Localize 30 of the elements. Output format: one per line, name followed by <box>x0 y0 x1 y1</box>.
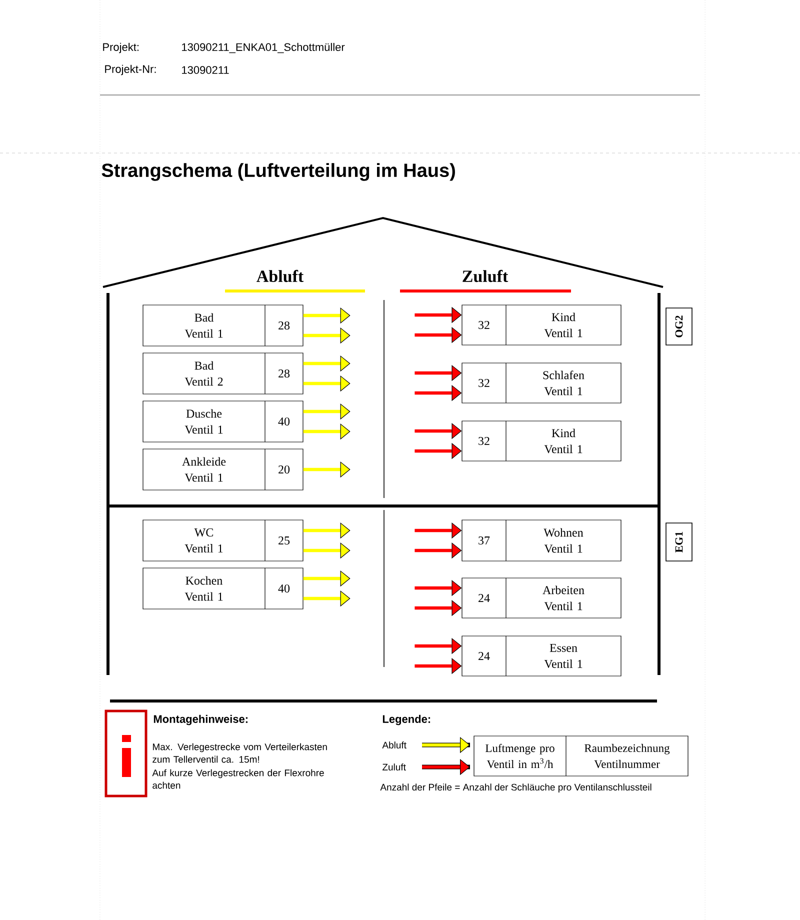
legend-text: Zuluft <box>382 764 406 770</box>
valve-box: Bad Ventil 1 28 <box>142 304 304 346</box>
legend-text: Abluft <box>382 742 406 748</box>
valve-box: 37 Wohnen Ventil 1 <box>462 520 622 562</box>
legend-note: Anzahl der Pfeile = Anzahl der Schläuche pro Ventilanschlussteil <box>380 784 652 792</box>
legend-heading: Legende: <box>382 714 430 726</box>
valve-box: WC Ventil 1 25 <box>142 520 304 562</box>
valve-box: 24 Arbeiten Ventil 1 <box>462 578 622 618</box>
notes-text: Max. Verlegestrecke vom Verteilerkasten zum Tellerventil ca. 15m! <box>152 743 327 763</box>
valve-box: 32 Schlafen Ventil 1 <box>462 362 622 404</box>
valve-box: 32 Kind Ventil 1 <box>462 420 622 462</box>
valve-box: Bad Ventil 2 28 <box>142 352 304 394</box>
project-number: 13090211 <box>182 66 229 74</box>
valve-box: Ankleide Ventil 1 20 <box>142 448 304 490</box>
valve-box: Kochen Ventil 1 40 <box>142 568 304 610</box>
valve-box: Dusche Ventil 1 40 <box>142 400 304 442</box>
section-heading: Zuluft <box>462 270 508 282</box>
title: Strangschema (Luftverteilung im Haus) <box>102 163 455 181</box>
table-cell: Raumbezeichnung Ventilnummer <box>584 744 670 768</box>
valve-box: 32 Kind Ventil 1 <box>462 304 622 346</box>
floor-label: OG2 <box>666 308 692 346</box>
project-name: 13090211_ENKA01_Schottmüller <box>182 42 345 54</box>
notes-text: Auf kurze Verlegestrecken der Flexrohre achten <box>152 769 324 789</box>
notes-heading: Montagehinweise: <box>154 714 248 726</box>
header-label: Projekt-Nr: <box>105 64 156 76</box>
floor-label: EG1 <box>666 522 692 562</box>
table-cell: Luftmenge pro Ventil in m$^{3}$/h <box>486 744 554 768</box>
section-heading: Abluft <box>256 270 304 282</box>
header-label: Projekt: <box>103 42 138 54</box>
valve-box: 24 Essen Ventil 1 <box>462 636 622 676</box>
